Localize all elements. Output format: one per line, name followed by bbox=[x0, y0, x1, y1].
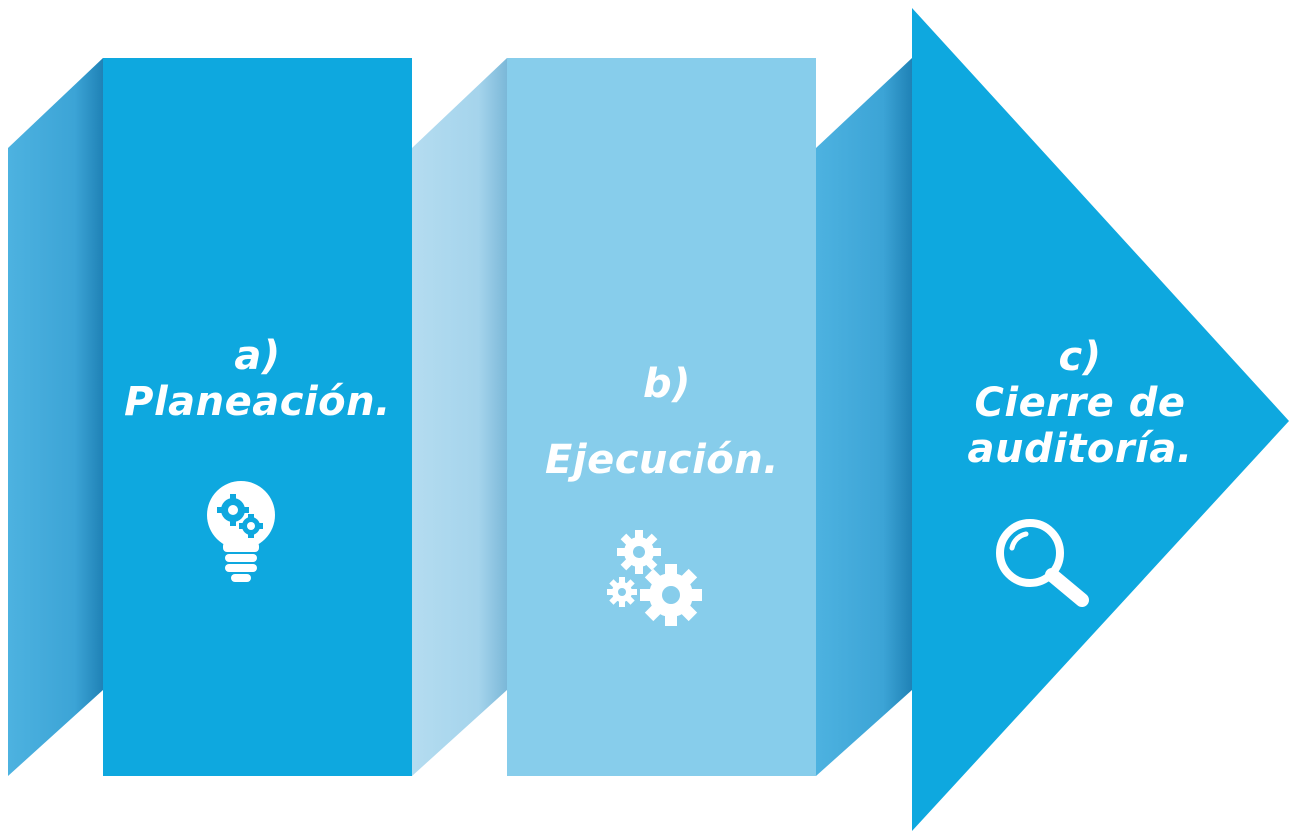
panel-cierre-arrow bbox=[912, 8, 1289, 831]
fold-strip-left bbox=[8, 58, 103, 776]
step-c-label: c) Cierre de auditoría. bbox=[930, 334, 1230, 472]
lightbulb-gears-icon bbox=[207, 481, 275, 582]
step-b-label: b) Ejecución. bbox=[507, 346, 847, 498]
magnifier-icon bbox=[996, 519, 1089, 607]
step-c-title-line1: Cierre de bbox=[974, 380, 1186, 426]
step-a-letter: a) bbox=[234, 333, 281, 379]
step-c-letter: c) bbox=[1058, 334, 1102, 380]
panel-ejecucion bbox=[507, 58, 816, 776]
fold-strip-bc bbox=[816, 58, 912, 776]
step-c-title-line2: auditoría. bbox=[967, 426, 1193, 472]
step-b-letter: b) bbox=[643, 361, 691, 407]
step-b-title: Ejecución. bbox=[545, 437, 779, 483]
fold-strip-ab bbox=[412, 58, 507, 776]
gears-icon bbox=[607, 530, 702, 626]
panel-planeacion bbox=[103, 58, 412, 776]
step-a-label: a) Planeación. bbox=[103, 333, 412, 425]
step-a-title: Planeación. bbox=[124, 379, 391, 425]
